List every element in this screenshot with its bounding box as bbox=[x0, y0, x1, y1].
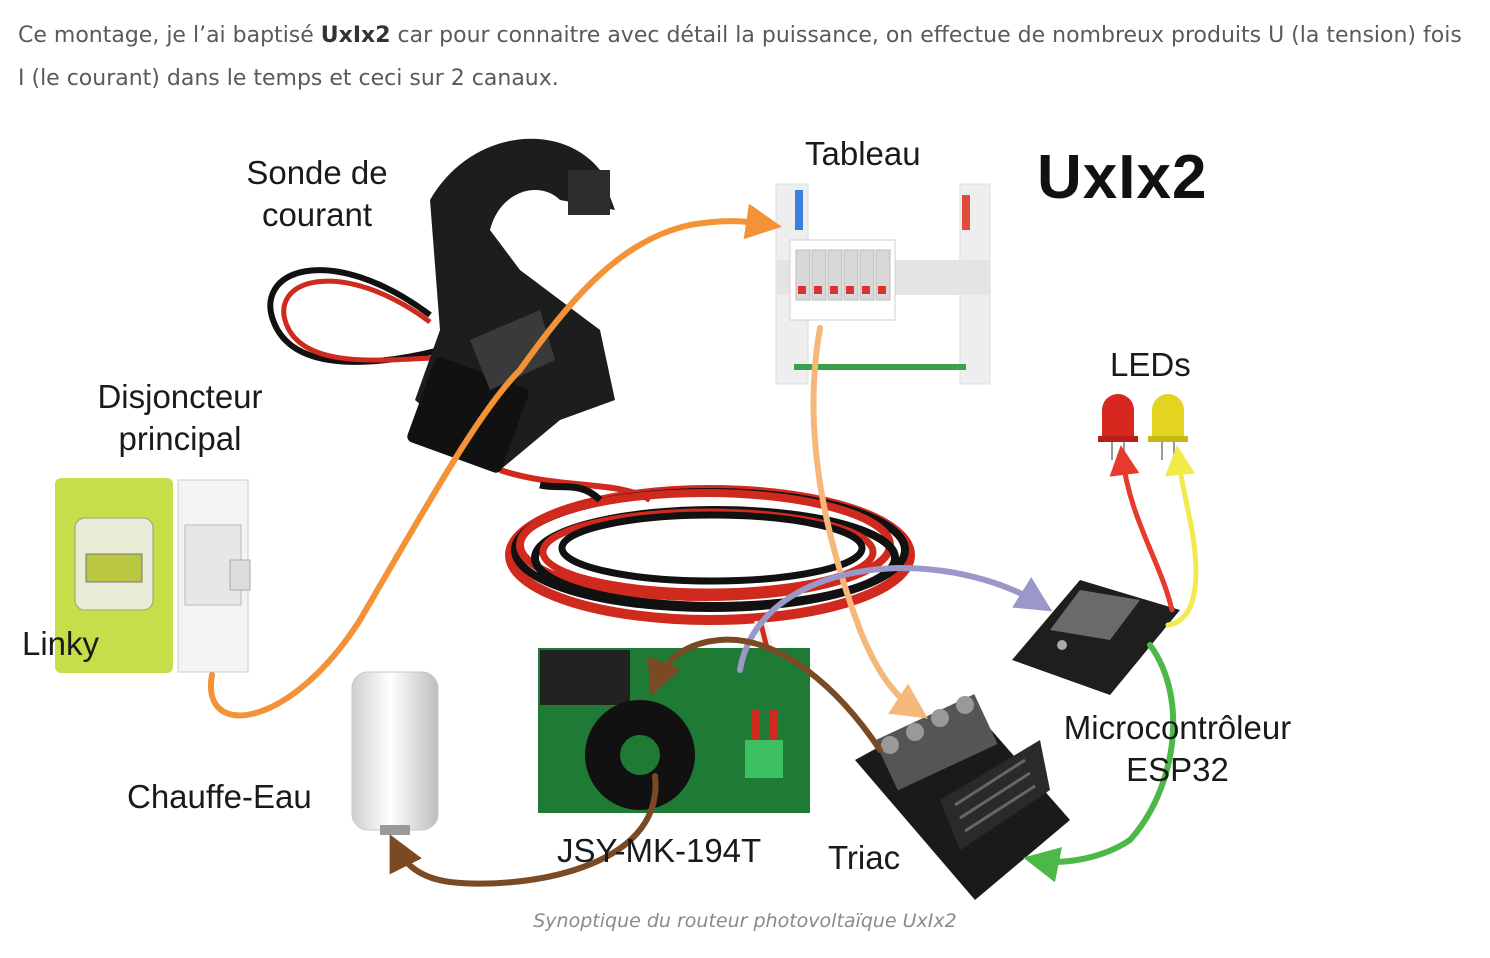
jsy-board-image bbox=[538, 648, 810, 813]
coiled-cable bbox=[505, 481, 915, 711]
label-sonde-de-courant: Sonde de courant bbox=[246, 154, 388, 233]
arrow-tableau-to-triac bbox=[810, 325, 928, 719]
arrow-linky-to-tableau bbox=[207, 203, 782, 719]
label-disjoncteur-principal: Disjoncteur principal bbox=[97, 378, 263, 457]
label-leds: LEDs bbox=[1110, 346, 1191, 383]
label-linky: Linky bbox=[22, 625, 100, 662]
intro-paragraph: Ce montage, je l’ai baptisé UxIx2 car po… bbox=[18, 14, 1473, 100]
arrow-esp32-to-triac bbox=[1023, 642, 1177, 883]
esp32-image bbox=[1012, 580, 1180, 695]
label-chauffe-eau: Chauffe-Eau bbox=[127, 778, 312, 815]
label-jsy-mk-194t: JSY-MK-194T bbox=[557, 832, 762, 869]
intro-text-2: car pour connaitre avec détail la puissa… bbox=[18, 23, 1462, 91]
synoptic-figure: Sonde de courant Tableau UxIx2 Disjoncte… bbox=[0, 100, 1490, 920]
water-heater-image bbox=[351, 671, 439, 835]
label-triac: Triac bbox=[828, 839, 901, 876]
arrow-esp32-to-led-yellow bbox=[1165, 445, 1199, 628]
led-yellow-image bbox=[1148, 394, 1188, 460]
current-probe-image bbox=[407, 138, 615, 473]
tableau-image bbox=[775, 183, 991, 385]
figure-caption: Synoptique du routeur photovoltaïque UxI… bbox=[533, 910, 957, 932]
arrow-esp32-to-led-red bbox=[1109, 445, 1175, 613]
led-red-image bbox=[1098, 394, 1138, 460]
arrow-jsy-to-esp32 bbox=[737, 564, 1053, 673]
intro-brand: UxIx2 bbox=[320, 23, 391, 48]
arrow-jsy-to-water-heater bbox=[389, 773, 659, 887]
synoptic-diagram bbox=[55, 138, 1199, 900]
label-tableau: Tableau bbox=[805, 135, 921, 172]
triac-image bbox=[855, 694, 1070, 900]
diagram-title: UxIx2 bbox=[1037, 143, 1208, 212]
intro-text-1: Ce montage, je l’ai baptisé bbox=[18, 23, 321, 48]
label-microcontroleur-esp32: Microcontrôleur ESP32 bbox=[1063, 709, 1292, 788]
arrow-triac-to-jsy bbox=[647, 636, 883, 753]
linky-meter-image bbox=[55, 478, 251, 673]
